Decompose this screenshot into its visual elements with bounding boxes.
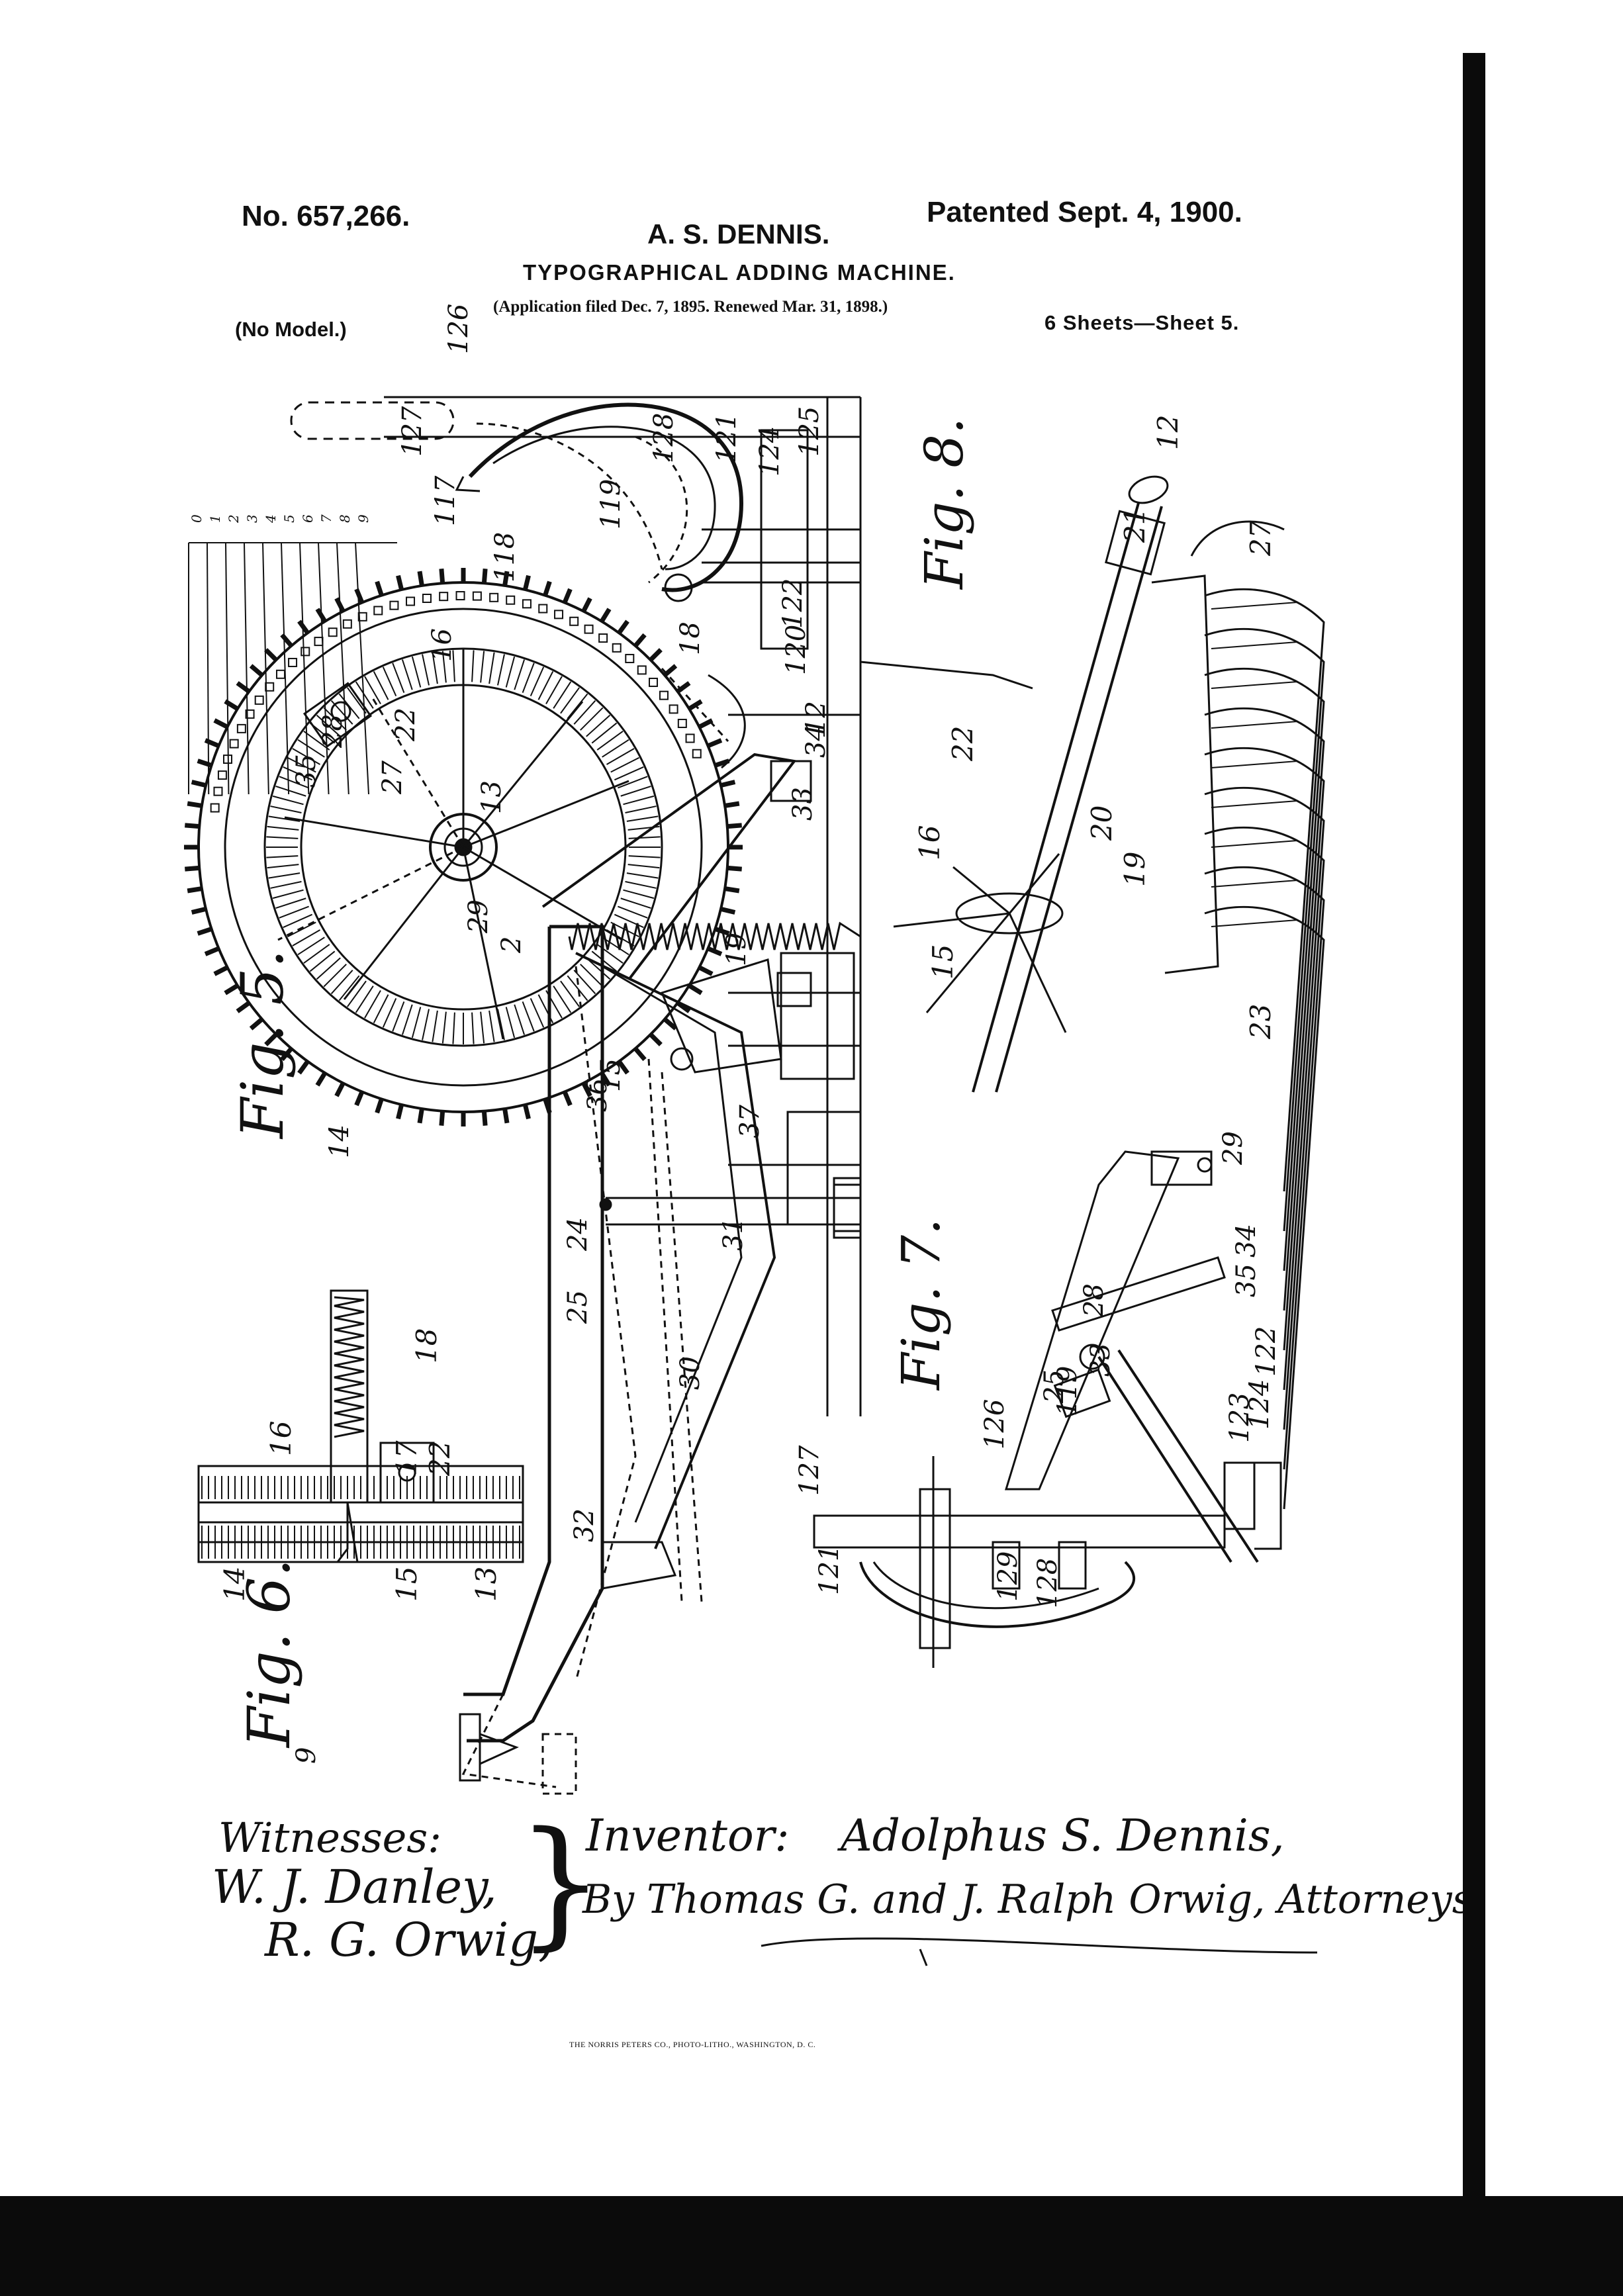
wheel-teeth	[184, 568, 743, 1126]
application-dates: (Application filed Dec. 7, 1895. Renewed…	[493, 298, 888, 316]
patent-title: TYPOGRAPHICAL ADDING MACHINE.	[523, 260, 956, 285]
fig6-drawing	[197, 1289, 524, 1563]
coil-spring	[568, 921, 861, 950]
numeral-scale-lines	[188, 542, 397, 795]
witnesses-label: Witnesses:	[218, 1814, 442, 1862]
patent-number: No. 657,266.	[242, 200, 410, 232]
fig8-key-bank	[1204, 588, 1325, 1510]
scan-border-bottom	[0, 2196, 1623, 2296]
printer-credit: THE NORRIS PETERS CO., PHOTO-LITHO., WAS…	[569, 2040, 816, 2049]
fig6-section-hatching	[201, 1476, 520, 1559]
sheet-count: 6 Sheets—Sheet 5.	[1044, 311, 1240, 334]
patented-date: Patented Sept. 4, 1900.	[927, 196, 1242, 228]
inventor-name: A. S. DENNIS.	[647, 218, 830, 250]
fig6-coil-spring	[334, 1296, 365, 1438]
fig7-drawing	[813, 1150, 1282, 1668]
scan-border-right	[1463, 53, 1485, 2296]
witness-2-signature: R. G. Orwig,	[265, 1913, 553, 1967]
attorneys-signature: By Thomas G. and J. Ralph Orwig, Attorne…	[582, 1876, 1485, 1923]
brace: }	[516, 1802, 605, 1964]
fig8-drawing	[860, 475, 1325, 1510]
witness-1-signature: W. J. Danley,	[212, 1860, 497, 1914]
inventor-signature: Adolphus S. Dennis,	[841, 1810, 1285, 1861]
fig5-drawing	[184, 396, 862, 1795]
inventor-label: Inventor:	[586, 1810, 790, 1861]
no-model-note: (No Model.)	[235, 318, 347, 341]
